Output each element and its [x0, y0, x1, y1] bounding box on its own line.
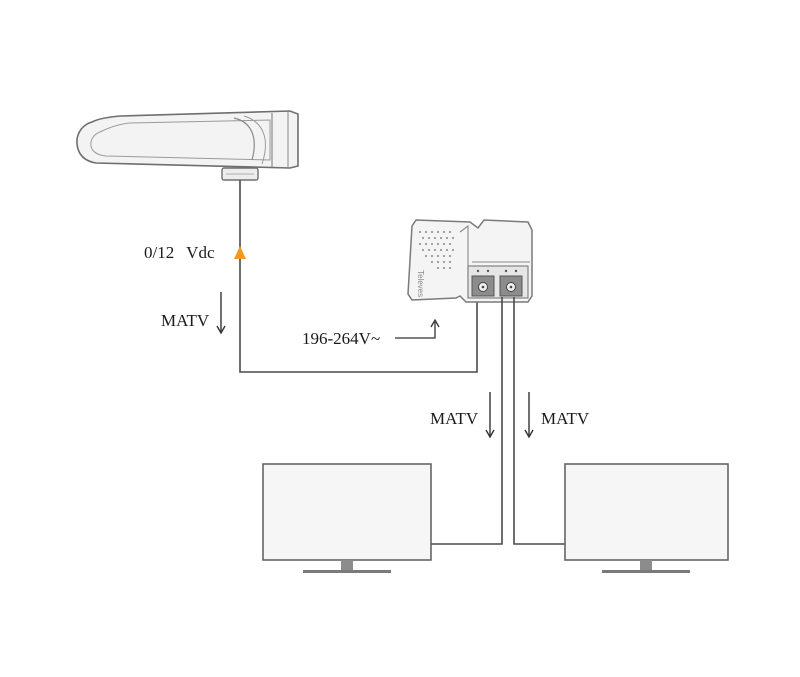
matv-left-tv-label: MATV: [430, 409, 479, 428]
cable-to-right-tv: [513, 297, 565, 545]
dc-arrow-icon: [234, 246, 246, 259]
tv-right: [564, 463, 729, 573]
antenna-cable: [239, 180, 478, 373]
tv-left: [262, 463, 432, 573]
matv-right-tv-label: MATV: [541, 409, 590, 428]
cable-to-left-tv: [431, 297, 503, 545]
power-supply-unit: [407, 219, 533, 303]
matv-right-down-arrow-icon: [524, 392, 534, 439]
matv-antenna-label: MATV: [161, 311, 210, 330]
matv-down-arrow-icon: [216, 292, 226, 335]
matv-left-down-arrow-icon: [485, 392, 495, 439]
power-input-arrow-icon: [395, 318, 440, 339]
dc-voltage-label: 0/12 Vdc: [144, 243, 215, 262]
power-voltage-label: 196-264V~: [302, 329, 381, 348]
antenna-unit: [76, 110, 299, 181]
brand-logo: Televes: [416, 270, 425, 297]
